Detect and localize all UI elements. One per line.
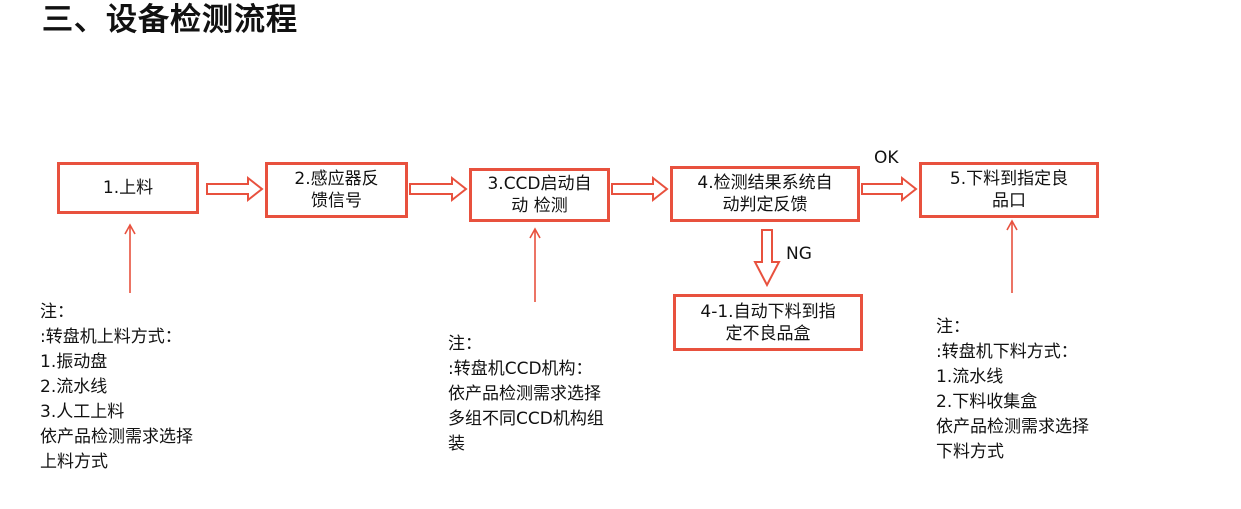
note-line: 上料方式: [40, 452, 108, 472]
ng-label: NG: [786, 244, 812, 264]
note-line: 依产品检测需求选择: [448, 384, 601, 404]
arrow-4-to-41-ng: [753, 229, 781, 288]
step-2-line-1: 2.感应器反: [294, 169, 379, 189]
step-3-line-2: 动 检测: [511, 196, 568, 216]
note-line: 2.下料收集盒: [936, 392, 1038, 412]
step-1-line-1: 1.上料: [102, 178, 154, 198]
ok-label: OK: [874, 148, 899, 168]
note-ccd: 注： :转盘机CCD机构： 依产品检测需求选择 多组不同CCD机构组 装: [448, 332, 604, 457]
step-5-line-2: 品口: [991, 191, 1026, 211]
step-2-line-2: 馈信号: [310, 191, 362, 211]
step-4-1-line-2: 定不良品盒: [725, 323, 811, 344]
step-3-line-1: 3.CCD启动自: [487, 174, 592, 194]
arrow-4-to-5-ok: [861, 175, 918, 203]
step-4-box: 4.检测结果系统自 动判定反馈: [670, 166, 860, 222]
arrow-3-to-4: [611, 175, 669, 203]
note-line: 注：: [40, 302, 74, 322]
step-5-box: 5.下料到指定良 品口: [919, 162, 1099, 218]
step-3-box: 3.CCD启动自 动 检测: [469, 168, 610, 222]
note-line: 注：: [936, 317, 970, 337]
page-title: 三、设备检测流程: [42, 2, 298, 38]
note-line: 3.人工上料: [40, 402, 125, 422]
note-line: 2.流水线: [40, 377, 108, 397]
note-line: :转盘机下料方式：: [936, 342, 1078, 362]
note-line: 注：: [448, 334, 482, 354]
note-line: 装: [448, 434, 465, 454]
note-feeding: 注： :转盘机上料方式： 1.振动盘 2.流水线 3.人工上料 依产品检测需求选…: [40, 300, 193, 475]
note-line: 依产品检测需求选择: [40, 427, 193, 447]
note-line: :转盘机上料方式：: [40, 327, 182, 347]
step-4-1-box: 4-1.自动下料到指 定不良品盒: [673, 294, 863, 351]
step-2-box: 2.感应器反 馈信号: [265, 162, 408, 218]
note-line: 1.流水线: [936, 367, 1004, 387]
note-line: 多组不同CCD机构组: [448, 409, 604, 429]
step-1-box: 1.上料: [57, 162, 199, 214]
arrow-2-to-3: [409, 175, 468, 203]
note-unloading: 注： :转盘机下料方式： 1.流水线 2.下料收集盒 依产品检测需求选择 下料方…: [936, 315, 1089, 465]
note-line: 1.振动盘: [40, 352, 108, 372]
note-line: 依产品检测需求选择: [936, 417, 1089, 437]
note-line: :转盘机CCD机构：: [448, 359, 593, 379]
step-5-line-1: 5.下料到指定良: [949, 169, 1069, 189]
step-4-1-line-1: 4-1.自动下料到指: [700, 301, 836, 322]
step-4-line-1: 4.检测结果系统自: [697, 173, 833, 193]
step-4-line-2: 动判定反馈: [722, 195, 808, 215]
note-line: 下料方式: [936, 442, 1004, 462]
arrow-1-to-2: [206, 175, 264, 203]
